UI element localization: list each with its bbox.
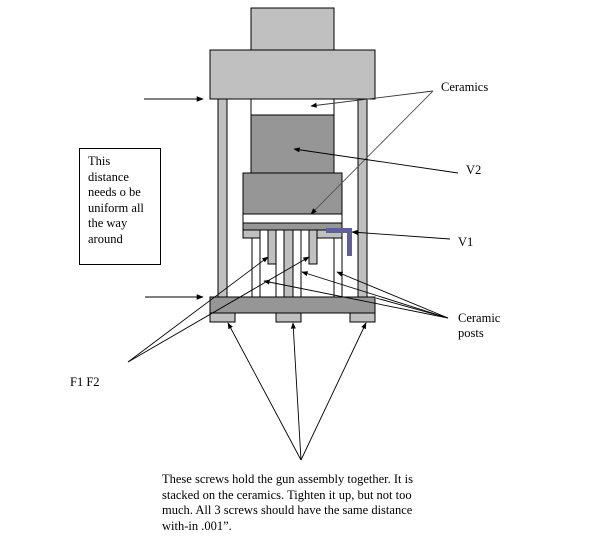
outer-post-right	[357, 98, 368, 298]
lower-ceramic	[242, 213, 343, 224]
upper-ceramic	[250, 98, 335, 116]
note-text: This distance needs o be uniform all the…	[88, 154, 160, 247]
screw-left	[209, 312, 236, 323]
outer-post-left	[217, 98, 228, 298]
note-line: uniform all	[88, 200, 144, 215]
ceramics-leader-upper	[310, 90, 434, 108]
caption-line: stacked on the ceramics. Tighten it up, …	[162, 487, 412, 502]
v2-label: V2	[466, 163, 482, 177]
f1-f2-label: F1 F2	[70, 375, 100, 389]
v2-block	[250, 114, 335, 174]
note-line: This	[88, 154, 111, 168]
note-line: around	[88, 231, 123, 246]
ceramic-posts-leader	[263, 279, 449, 319]
ceramic-posts-leader	[375, 297, 449, 319]
ceramic-posts-leader	[301, 271, 449, 319]
uniform-distance-note: This distance needs o be uniform all the…	[79, 148, 161, 265]
note-line: distance	[88, 169, 129, 184]
v1-leader	[351, 229, 451, 240]
v1-label: V1	[458, 235, 474, 249]
ceramic-post	[275, 229, 285, 298]
screw-leader-left	[227, 322, 302, 461]
note-line: needs o be	[88, 185, 141, 199]
ceramic-posts-leader	[336, 271, 449, 319]
f2-rod	[308, 229, 318, 265]
ceramics-leader-lower	[310, 90, 434, 215]
ceramic-posts-label-line2: posts	[458, 326, 484, 340]
screws-caption: These screws hold the gun assembly toget…	[162, 472, 462, 534]
ceramics-label: Ceramics	[441, 80, 489, 94]
base-plate	[209, 296, 376, 314]
caption-line: much. All 3 screws should have the same …	[162, 503, 413, 517]
foot-tab-left	[242, 229, 261, 239]
ceramic-post	[333, 237, 343, 298]
note-line: the way	[88, 216, 128, 230]
screw-leader-right	[300, 322, 367, 461]
caption-line: with-in .001”.	[162, 518, 232, 533]
top-plate	[209, 49, 376, 100]
screw-center	[275, 312, 302, 323]
top-block	[250, 7, 335, 51]
v2-leader	[293, 147, 459, 174]
ceramic-posts-label-line1: Ceramic	[458, 311, 501, 325]
v1-bracket	[326, 228, 352, 256]
screw-right	[349, 312, 376, 323]
f1-rod	[267, 229, 277, 265]
f2-leader	[127, 256, 310, 363]
f1-leader	[127, 256, 269, 363]
lower-block	[242, 172, 343, 215]
screw-leader-center	[290, 322, 302, 461]
caption-line: These screws hold the gun assembly toget…	[162, 472, 413, 486]
